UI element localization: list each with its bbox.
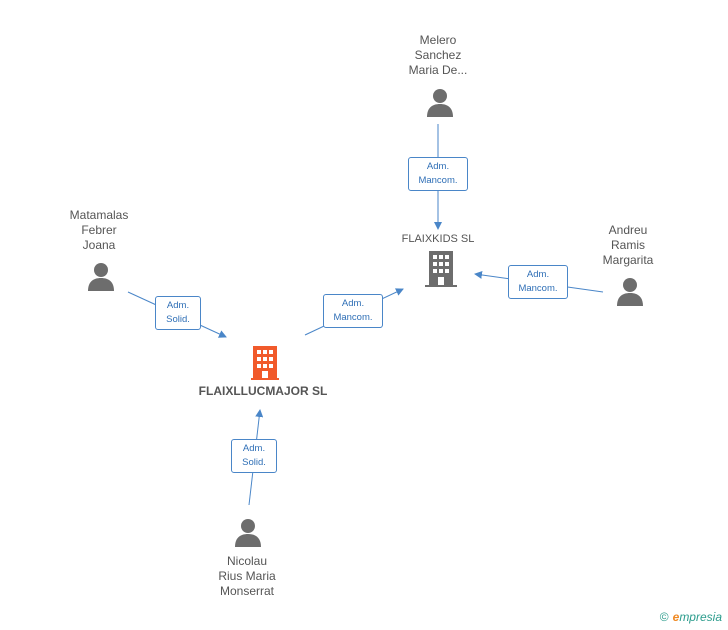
brand-initial: e — [672, 610, 680, 624]
edge-label-andreu-flaixkids: Adm. Mancom. — [508, 265, 568, 299]
edge-label-matamalas-flaixllucmajor: Adm. Solid. — [155, 296, 201, 330]
person-icon[interactable] — [426, 88, 454, 118]
person-label-melero[interactable]: Melero Sanchez Maria De... — [408, 33, 468, 77]
edge-label-nicolau-flaixllucmajor: Adm. Solid. — [231, 439, 277, 473]
brand-name: mpresia — [679, 610, 722, 624]
person-icon[interactable] — [616, 277, 644, 307]
person-label-matamalas[interactable]: Matamalas Febrer Joana — [69, 208, 129, 252]
person-icon[interactable] — [234, 518, 262, 548]
company-label-flaixllucmajor[interactable]: FLAIXLLUCMAJOR SL — [198, 384, 328, 398]
copyright-icon: © — [659, 610, 669, 624]
company-label-flaixkids[interactable]: FLAIXKIDS SL — [401, 233, 475, 245]
building-icon[interactable] — [251, 346, 279, 380]
person-label-andreu[interactable]: Andreu Ramis Margarita — [602, 223, 654, 267]
empresia-logo: ©empresia — [660, 610, 722, 624]
person-label-nicolau[interactable]: Nicolau Rius Maria Monserrat — [218, 554, 276, 598]
edge-label-melero-flaixkids: Adm. Mancom. — [408, 157, 468, 191]
edge-label-flaixllucmajor-flaixkids: Adm. Mancom. — [323, 294, 383, 328]
person-icon[interactable] — [87, 262, 115, 292]
building-icon[interactable] — [425, 251, 457, 287]
